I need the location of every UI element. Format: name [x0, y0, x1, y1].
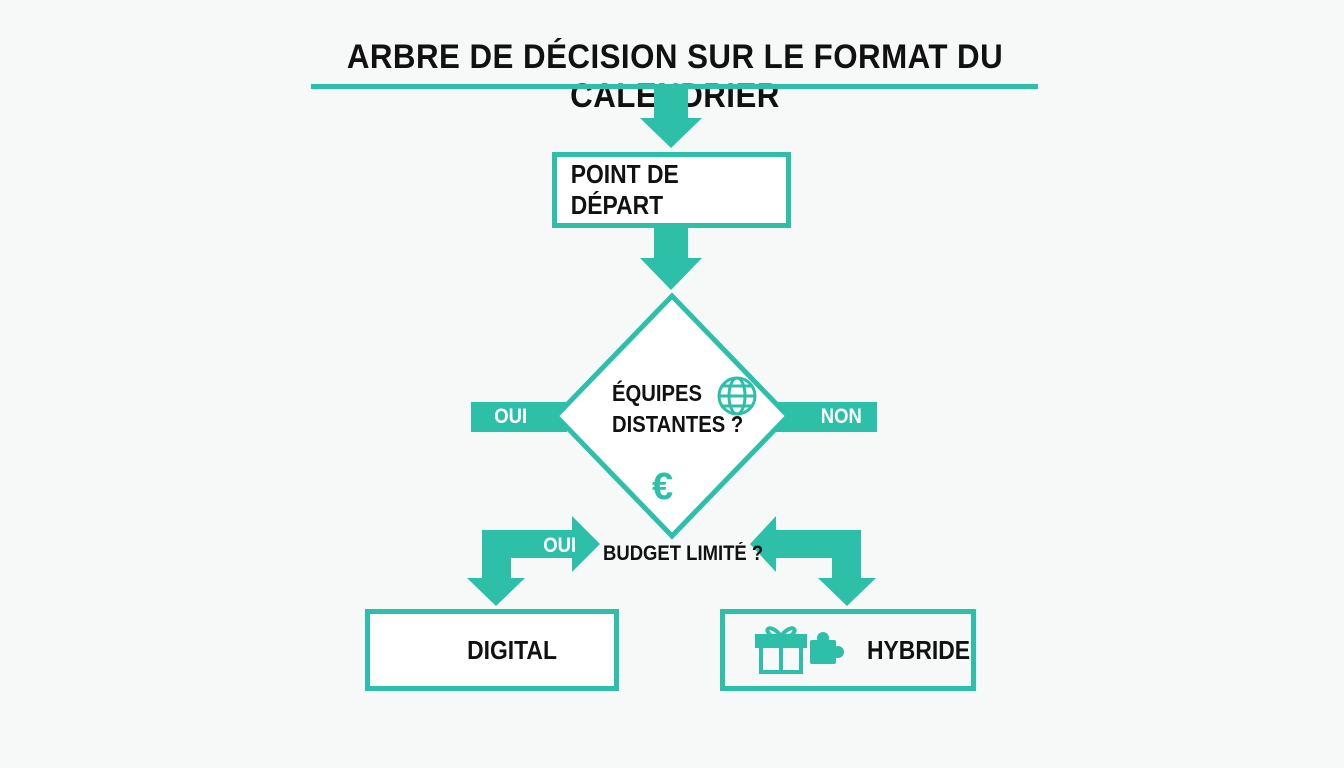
question2-text: BUDGET LIMITÉ ?	[603, 542, 764, 565]
question-diamond	[552, 292, 792, 540]
outcome-digital: DIGITAL	[365, 609, 619, 691]
arrow-start-to-question	[640, 228, 702, 290]
arrow-to-hybride	[750, 516, 876, 606]
arrow-oui-to-digital	[467, 516, 600, 606]
outcome-digital-label: DIGITAL	[467, 634, 557, 665]
branch-label-oui: OUI	[494, 405, 528, 428]
gift-icon	[755, 626, 807, 674]
outcome-hybride-label: HYBRIDE	[866, 634, 970, 665]
euro-icon: €	[652, 466, 674, 508]
puzzle-icon	[810, 632, 844, 664]
outcome-hybride: HYBRIDE	[720, 609, 976, 691]
branch-label-non: NON	[820, 405, 862, 428]
title-underline	[311, 84, 1038, 89]
branch-label-oui-lower: OUI	[543, 534, 577, 557]
question1-text: ÉQUIPES DISTANTES ?	[612, 378, 743, 440]
branch-bar-non	[776, 402, 877, 432]
arrow-title-to-start	[640, 89, 702, 148]
branch-bar-oui	[471, 402, 567, 432]
start-label: POINT DE DÉPART	[570, 159, 679, 220]
globe-icon	[717, 376, 757, 416]
question1-line2: DISTANTES ?	[612, 411, 744, 437]
start-node: POINT DE DÉPART	[552, 152, 791, 228]
question1-line1: ÉQUIPES	[612, 380, 702, 406]
